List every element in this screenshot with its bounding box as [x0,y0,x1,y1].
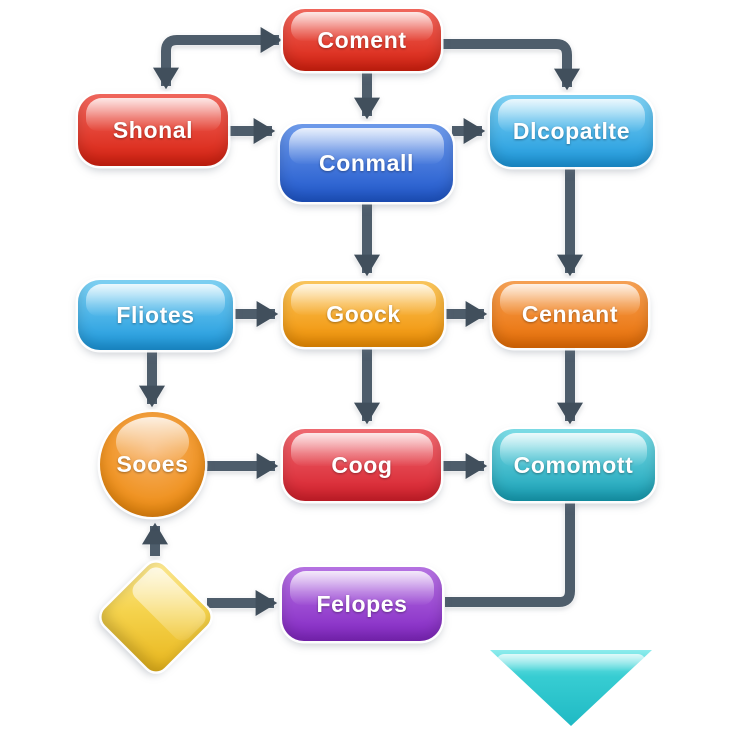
node-coment[interactable]: Coment [283,9,441,71]
edge-coment-shonal [153,27,283,90]
node-conmall[interactable]: Conmall [280,124,453,202]
node-goock[interactable]: Goock [283,281,444,347]
node-sooes[interactable]: Sooes [100,412,205,517]
edge-coment-dlcopatlte [441,39,580,91]
node-label: Sooes [116,451,189,477]
node-label: Coment [317,26,407,53]
gloss-highlight [496,653,646,671]
node-label: Fliotes [116,301,195,328]
node-label: Dlcopatlte [512,117,631,144]
node-label: Coog [331,451,393,478]
node-label: Comomott [513,451,634,478]
node-dlcopatlte[interactable]: Dlcopatlte [490,95,653,167]
node-label: Cennant [521,301,619,327]
node-label: Felopes [316,590,408,617]
node-label: Conmall [319,149,414,176]
edge-comomott-felopes [445,500,575,607]
node-fliotes[interactable]: Fliotes [78,280,233,350]
node-felopes[interactable]: Felopes [282,567,442,641]
node-comomott[interactable]: Comomott [492,429,655,501]
node-label: Shonal [112,116,194,143]
node-cennant[interactable]: Cennant [492,281,648,348]
node-label: Goock [326,300,401,327]
node-coog[interactable]: Coog [283,429,441,501]
node-shonal[interactable]: Shonal [78,94,228,166]
